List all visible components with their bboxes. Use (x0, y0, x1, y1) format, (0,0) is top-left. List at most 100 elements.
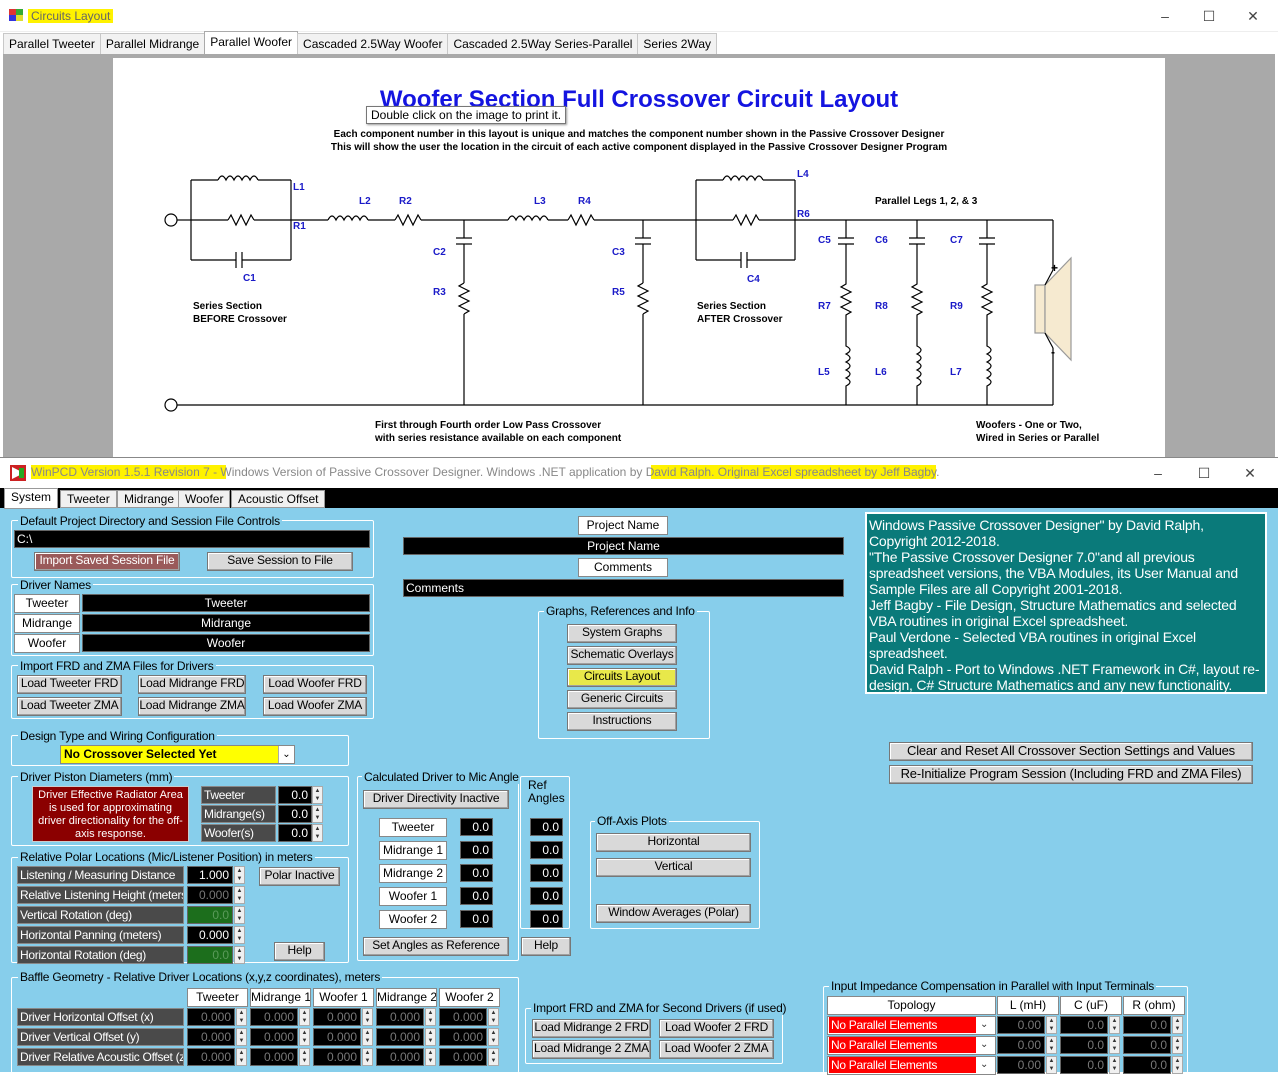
tab-acoustic-offset[interactable]: Acoustic Offset (231, 490, 326, 508)
mic-row-ref-0[interactable]: 0.0 (530, 818, 563, 836)
polar-row-spinner-2[interactable]: ▲▼ (234, 906, 245, 924)
woofer-name-input[interactable]: Woofer (82, 634, 370, 652)
polar-inactive-button[interactable]: Polar Inactive (259, 867, 340, 886)
baffle-cell-0-3[interactable]: 0.000 (376, 1008, 424, 1026)
mic-help-button[interactable]: Help (521, 937, 571, 956)
tab-cascaded-series-parallel[interactable]: Cascaded 2.5Way Series-Parallel (447, 33, 639, 54)
mic-row-ref-2[interactable]: 0.0 (530, 864, 563, 882)
load-midrange-frd-button[interactable]: Load Midrange FRD (138, 675, 246, 694)
load-midrange2-frd-button[interactable]: Load Midrange 2 FRD (532, 1019, 651, 1038)
baffle-spinner-1-4[interactable]: ▲▼ (488, 1028, 499, 1046)
baffle-cell-1-4[interactable]: 0.000 (439, 1028, 487, 1046)
load-tweeter-frd-button[interactable]: Load Tweeter FRD (17, 675, 122, 694)
load-woofer2-frd-button[interactable]: Load Woofer 2 FRD (659, 1019, 774, 1038)
instructions-button[interactable]: Instructions (567, 712, 677, 731)
window-averages-button[interactable]: Window Averages (Polar) (596, 904, 751, 923)
main-maximize-button[interactable]: ☐ (1197, 464, 1211, 481)
baffle-cell-1-0[interactable]: 0.000 (187, 1028, 235, 1046)
piston-woofer-input[interactable]: 0.0 (278, 824, 312, 842)
tab-cascaded-woofer[interactable]: Cascaded 2.5Way Woofer (297, 33, 449, 54)
midrange-name-input[interactable]: Midrange (82, 614, 370, 632)
baffle-spinner-2-3[interactable]: ▲▼ (425, 1048, 436, 1066)
impedance-r-spinner-1[interactable]: ▲▼ (1172, 1036, 1183, 1054)
baffle-cell-0-0[interactable]: 0.000 (187, 1008, 235, 1026)
impedance-c-2[interactable]: 0.0 (1060, 1056, 1108, 1074)
load-midrange2-zma-button[interactable]: Load Midrange 2 ZMA (532, 1040, 651, 1059)
polar-row-input-1[interactable]: 0.000 (187, 886, 233, 904)
impedance-c-1[interactable]: 0.0 (1060, 1036, 1108, 1054)
system-graphs-button[interactable]: System Graphs (567, 624, 677, 643)
vertical-plot-button[interactable]: Vertical (596, 858, 751, 877)
polar-row-input-3[interactable]: 0.000 (187, 926, 233, 944)
main-minimize-button[interactable]: – (1154, 465, 1162, 481)
impedance-r-0[interactable]: 0.0 (1123, 1016, 1171, 1034)
impedance-l-2[interactable]: 0.00 (997, 1056, 1045, 1074)
baffle-cell-2-3[interactable]: 0.000 (376, 1048, 424, 1066)
clear-reset-button[interactable]: Clear and Reset All Crossover Section Se… (889, 742, 1253, 761)
tab-parallel-tweeter[interactable]: Parallel Tweeter (3, 33, 101, 54)
impedance-r-2[interactable]: 0.0 (1123, 1056, 1171, 1074)
minimize-button[interactable]: – (1161, 8, 1169, 24)
load-midrange-zma-button[interactable]: Load Midrange ZMA (138, 697, 246, 716)
tab-midrange[interactable]: Midrange (117, 490, 182, 508)
load-woofer-frd-button[interactable]: Load Woofer FRD (263, 675, 367, 694)
polar-row-spinner-3[interactable]: ▲▼ (234, 926, 245, 944)
circuit-diagram[interactable]: Woofer Section Full Crossover Circuit La… (113, 58, 1165, 460)
baffle-cell-2-2[interactable]: 0.000 (313, 1048, 361, 1066)
baffle-cell-0-4[interactable]: 0.000 (439, 1008, 487, 1026)
impedance-c-spinner-0[interactable]: ▲▼ (1109, 1016, 1120, 1034)
polar-row-spinner-0[interactable]: ▲▼ (234, 866, 245, 884)
piston-midrange-input[interactable]: 0.0 (278, 805, 312, 823)
baffle-spinner-1-1[interactable]: ▲▼ (299, 1028, 310, 1046)
tweeter-name-input[interactable]: Tweeter (82, 594, 370, 612)
baffle-spinner-2-0[interactable]: ▲▼ (236, 1048, 247, 1066)
baffle-spinner-2-4[interactable]: ▲▼ (488, 1048, 499, 1066)
mic-row-ref-3[interactable]: 0.0 (530, 887, 563, 905)
tab-series-2way[interactable]: Series 2Way (637, 33, 717, 54)
polar-help-button[interactable]: Help (274, 942, 325, 961)
tab-parallel-midrange[interactable]: Parallel Midrange (99, 33, 206, 54)
tab-system[interactable]: System (4, 488, 59, 509)
save-session-button[interactable]: Save Session to File (207, 552, 353, 571)
baffle-cell-2-0[interactable]: 0.000 (187, 1048, 235, 1066)
piston-woofer-spinner[interactable]: ▲▼ (312, 824, 323, 842)
impedance-r-spinner-0[interactable]: ▲▼ (1172, 1016, 1183, 1034)
tab-parallel-woofer[interactable]: Parallel Woofer (204, 31, 299, 54)
impedance-l-spinner-0[interactable]: ▲▼ (1046, 1016, 1057, 1034)
generic-circuits-button[interactable]: Generic Circuits (567, 690, 677, 709)
baffle-spinner-1-2[interactable]: ▲▼ (362, 1028, 373, 1046)
set-reference-angles-button[interactable]: Set Angles as Reference (363, 937, 509, 956)
impedance-c-0[interactable]: 0.0 (1060, 1016, 1108, 1034)
directivity-button[interactable]: Driver Directivity Inactive (363, 790, 509, 809)
impedance-l-spinner-1[interactable]: ▲▼ (1046, 1036, 1057, 1054)
impedance-c-spinner-1[interactable]: ▲▼ (1109, 1036, 1120, 1054)
baffle-cell-1-3[interactable]: 0.000 (376, 1028, 424, 1046)
impedance-r-spinner-2[interactable]: ▲▼ (1172, 1056, 1183, 1074)
horizontal-plot-button[interactable]: Horizontal (596, 833, 751, 852)
piston-tweeter-spinner[interactable]: ▲▼ (312, 786, 323, 804)
baffle-spinner-2-1[interactable]: ▲▼ (299, 1048, 310, 1066)
tab-woofer[interactable]: Woofer (178, 490, 231, 508)
baffle-cell-0-1[interactable]: 0.000 (250, 1008, 298, 1026)
project-directory-input[interactable]: C:\ (14, 530, 370, 548)
schematic-overlays-button[interactable]: Schematic Overlays (567, 646, 677, 665)
impedance-l-0[interactable]: 0.00 (997, 1016, 1045, 1034)
baffle-spinner-0-1[interactable]: ▲▼ (299, 1008, 310, 1026)
baffle-cell-0-2[interactable]: 0.000 (313, 1008, 361, 1026)
baffle-cell-2-1[interactable]: 0.000 (250, 1048, 298, 1066)
baffle-spinner-1-0[interactable]: ▲▼ (236, 1028, 247, 1046)
baffle-cell-1-1[interactable]: 0.000 (250, 1028, 298, 1046)
project-name-input[interactable]: Project Name (403, 537, 844, 555)
baffle-spinner-0-0[interactable]: ▲▼ (236, 1008, 247, 1026)
import-session-button[interactable]: Import Saved Session File (34, 552, 180, 571)
comments-input[interactable]: Comments (403, 579, 844, 597)
impedance-r-1[interactable]: 0.0 (1123, 1036, 1171, 1054)
mic-row-ref-1[interactable]: 0.0 (530, 841, 563, 859)
baffle-spinner-0-2[interactable]: ▲▼ (362, 1008, 373, 1026)
close-button[interactable]: ✕ (1247, 7, 1259, 24)
polar-row-input-4[interactable]: 0.0 (187, 946, 233, 964)
piston-tweeter-input[interactable]: 0.0 (278, 786, 312, 804)
polar-row-input-2[interactable]: 0.0 (187, 906, 233, 924)
baffle-cell-2-4[interactable]: 0.000 (439, 1048, 487, 1066)
baffle-spinner-2-2[interactable]: ▲▼ (362, 1048, 373, 1066)
